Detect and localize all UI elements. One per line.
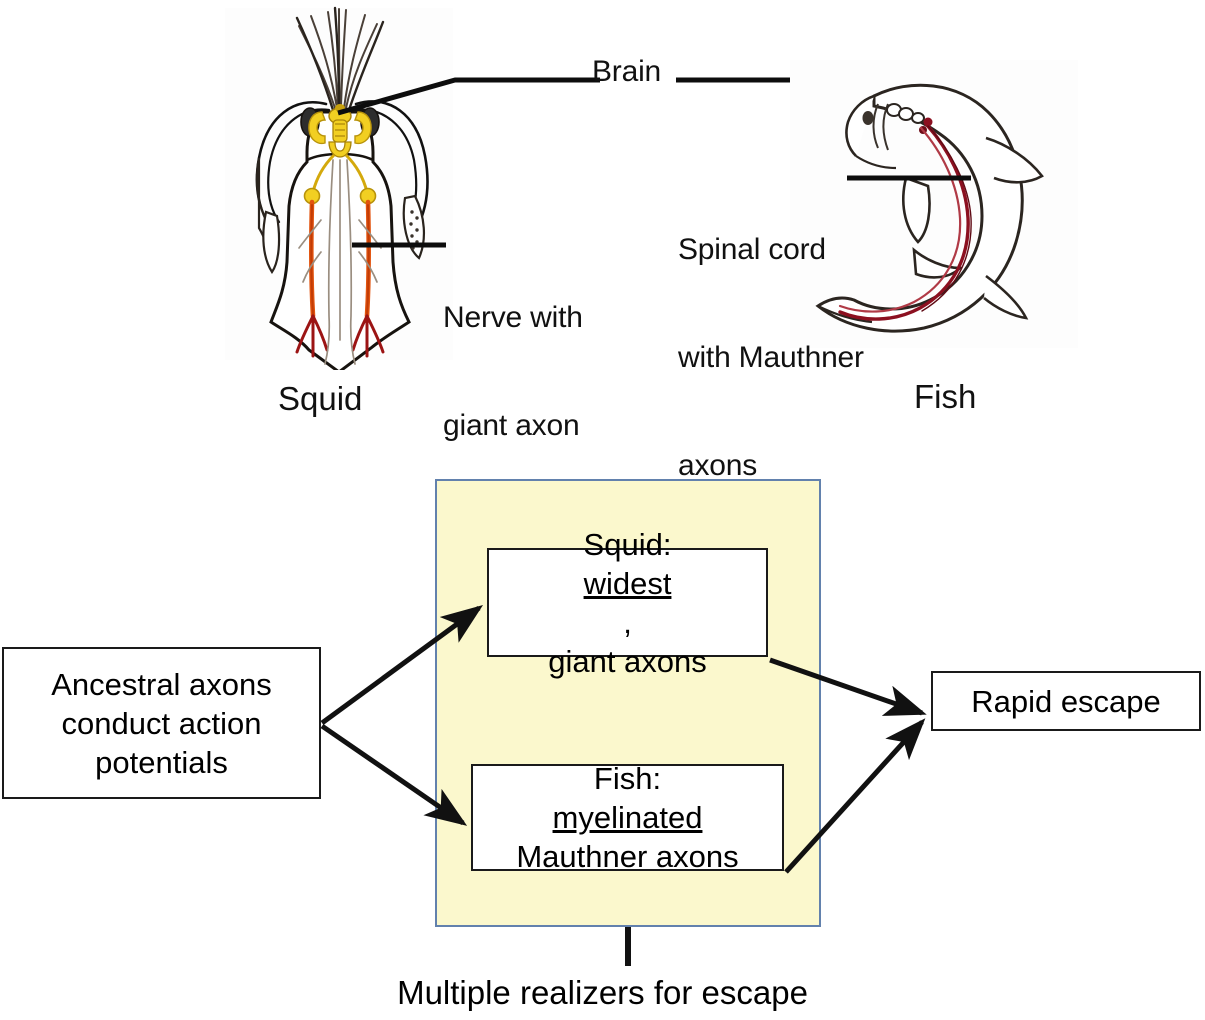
label-nerve-with-giant-axon: Nerve with giant axon <box>443 228 583 516</box>
squid-illustration <box>225 6 453 370</box>
rapid-escape-label: Rapid escape <box>971 683 1161 719</box>
fish-prefix: Fish: <box>593 761 662 796</box>
squid-brain-structure <box>308 104 372 158</box>
label-spinal-line-3: axons <box>678 449 758 482</box>
caption-squid: Squid <box>278 380 363 417</box>
squid-suffix: , <box>623 604 632 640</box>
label-nerve-line-2: giant axon <box>443 409 580 442</box>
fish-emphasis: myelinated <box>552 800 703 835</box>
node-fish-realizer[interactable]: Fish: myelinated Mauthner axons <box>471 761 784 874</box>
squid-line-2: giant axons <box>548 643 707 679</box>
multiple-realizers-caption: Multiple realizers for escape <box>397 974 808 1011</box>
spinal-cord-leader <box>847 175 971 181</box>
squid-emphasis: widest <box>583 565 672 601</box>
nerve-leader <box>352 242 446 248</box>
fish-illustration <box>790 60 1078 348</box>
caption-fish: Fish <box>914 378 977 415</box>
label-spinal-cord: Spinal cord with Mauthner axons <box>678 160 864 556</box>
ancestral-line-1: Ancestral axons <box>51 666 272 702</box>
node-squid-realizer[interactable]: Squid: widest, giant axons <box>487 527 768 679</box>
fish-line-2: Mauthner axons <box>516 839 739 874</box>
flow-arrows <box>320 605 927 966</box>
node-rapid-escape[interactable]: Rapid escape <box>931 671 1201 731</box>
ancestral-line-3: potentials <box>95 744 228 780</box>
ancestral-line-2: conduct action <box>61 705 262 741</box>
node-ancestral-axons[interactable]: Ancestral axons conduct action potential… <box>2 647 321 799</box>
squid-prefix: Squid: <box>583 526 672 562</box>
label-brain: Brain <box>592 55 662 88</box>
brain-leader-left <box>337 77 600 116</box>
label-nerve-line-1: Nerve with <box>443 301 583 334</box>
label-spinal-line-1: Spinal cord <box>678 233 826 266</box>
label-spinal-line-2: with Mauthner <box>678 341 864 374</box>
